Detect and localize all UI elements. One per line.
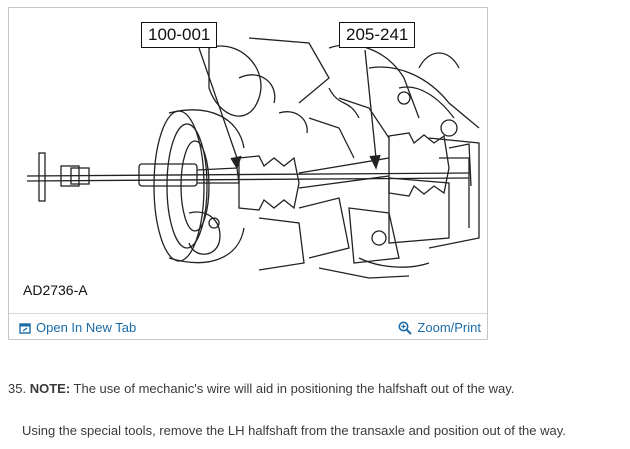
note-text: The use of mechanic's wire will aid in p… — [73, 381, 515, 396]
halfshaft-removal-illustration — [26, 37, 480, 279]
new-tab-icon — [19, 322, 31, 334]
callout-205-241: 205-241 — [339, 22, 416, 48]
step-35-note: 35. NOTE: The use of mechanic's wire wil… — [8, 381, 514, 396]
open-in-new-tab-label: Open In New Tab — [36, 320, 137, 335]
step-number: 35. — [8, 381, 27, 396]
callout-100-001: 100-001 — [141, 22, 218, 48]
zoom-icon — [398, 321, 413, 335]
step-35-body: Using the special tools, remove the LH h… — [22, 423, 566, 438]
figure-container: 100-001 205-241 AD2736-A Open In New Tab… — [8, 7, 488, 340]
zoom-print-link[interactable]: Zoom/Print — [398, 320, 481, 335]
figure-id-label: AD2736-A — [23, 282, 88, 298]
figure-toolbar: Open In New Tab Zoom/Print — [9, 313, 487, 339]
zoom-print-label: Zoom/Print — [417, 320, 481, 335]
open-in-new-tab-link[interactable]: Open In New Tab — [19, 320, 136, 335]
note-label: NOTE: — [29, 381, 71, 396]
